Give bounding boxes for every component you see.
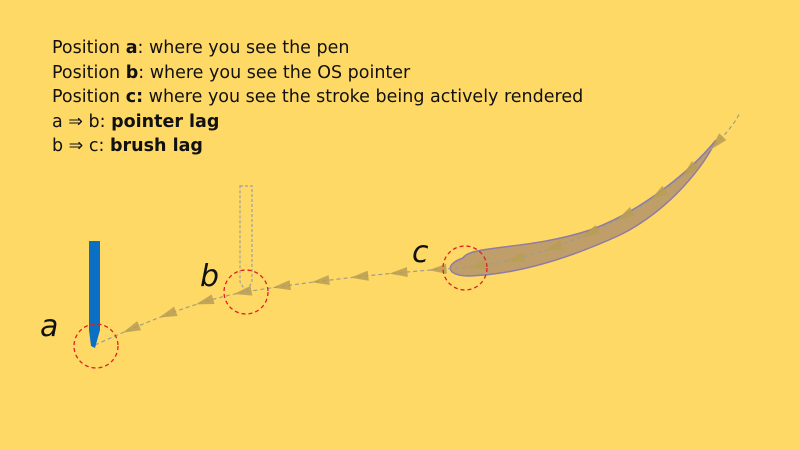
legend-c-prefix: Position bbox=[52, 87, 126, 108]
legend-line-b: Position b: where you see the OS pointer bbox=[52, 61, 583, 86]
legend-a-prefix: Position bbox=[52, 38, 126, 58]
direction-arrow bbox=[389, 267, 408, 277]
legend-line-pointer-lag: a ⇒ b: pointer lag bbox=[52, 110, 583, 135]
direction-arrow bbox=[467, 260, 487, 271]
label-c: c bbox=[412, 235, 429, 270]
direction-arrow bbox=[195, 294, 215, 305]
pen bbox=[89, 241, 100, 348]
label-a: a bbox=[40, 309, 59, 344]
direction-arrow bbox=[581, 225, 600, 238]
label-b: b bbox=[200, 259, 220, 294]
legend-a-key: a bbox=[125, 38, 138, 58]
direction-arrow bbox=[650, 185, 669, 201]
position-b-circle bbox=[223, 269, 269, 315]
direction-arrow bbox=[544, 240, 564, 251]
legend-text: Position a: where you see the pen Positi… bbox=[52, 36, 583, 159]
direction-arrow bbox=[506, 251, 526, 262]
direction-arrow bbox=[681, 161, 699, 177]
legend-ab-emph: pointer lag bbox=[111, 111, 220, 132]
legend-line-brush-lag: b ⇒ c: brush lag bbox=[52, 134, 583, 159]
direction-arrow bbox=[122, 321, 142, 333]
legend-a-text: : where you see the pen bbox=[137, 38, 350, 58]
direction-arrow bbox=[616, 207, 635, 221]
position-c-circle bbox=[442, 245, 488, 291]
legend-b-key: b bbox=[125, 62, 139, 83]
legend-ab-prefix: a ⇒ b: bbox=[52, 111, 112, 132]
direction-arrow bbox=[233, 285, 253, 296]
direction-arrow bbox=[350, 270, 369, 281]
direction-arrow bbox=[311, 275, 330, 286]
legend-b-prefix: Position bbox=[52, 62, 126, 83]
legend-line-a: Position a: where you see the pen bbox=[52, 36, 583, 61]
direction-arrow bbox=[428, 263, 447, 274]
legend-c-key: c: bbox=[125, 87, 144, 108]
direction-arrows bbox=[122, 133, 727, 333]
legend-c-text: where you see the stroke being actively … bbox=[143, 87, 584, 108]
direction-arrow bbox=[158, 306, 178, 318]
direction-arrow bbox=[710, 133, 727, 150]
position-a-circle bbox=[73, 323, 119, 369]
legend-b-text: : where you see the OS pointer bbox=[138, 62, 411, 83]
direction-arrow bbox=[272, 280, 292, 291]
os-pointer-outline bbox=[239, 185, 253, 294]
rendered-stroke bbox=[449, 139, 717, 277]
legend-bc-emph: brush lag bbox=[109, 136, 203, 157]
legend-line-c: Position c: where you see the stroke bei… bbox=[52, 85, 583, 110]
motion-path bbox=[94, 111, 741, 346]
legend-bc-prefix: b ⇒ c: bbox=[52, 136, 110, 157]
